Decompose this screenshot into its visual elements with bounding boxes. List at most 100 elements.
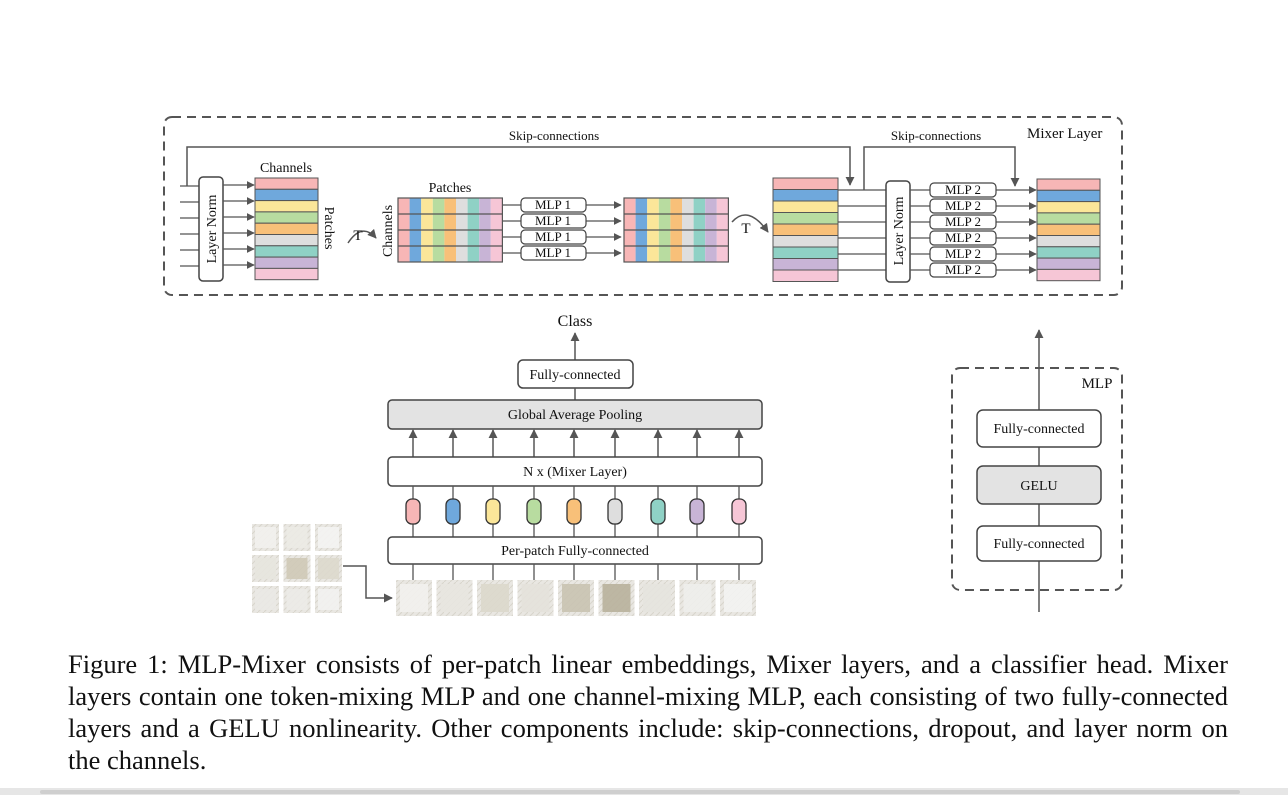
image-patch-content xyxy=(643,584,671,612)
horizontal-scrollbar[interactable] xyxy=(0,788,1288,795)
mlp1-label-1: MLP 1 xyxy=(535,197,571,212)
token-pill xyxy=(689,498,705,525)
mlp2-label-6: MLP 2 xyxy=(945,262,981,277)
mlp-mixer-diagram: Mixer Layer Skip-connections Skip-connec… xyxy=(163,116,1123,616)
image-patch-content xyxy=(481,584,509,612)
image-grid-patch-content xyxy=(318,527,339,548)
mlp2-box-6 xyxy=(929,262,997,278)
table-row xyxy=(772,200,839,213)
mlp1-box-2 xyxy=(520,213,587,229)
mlp2-box-3 xyxy=(929,214,997,230)
image-grid-patch-content xyxy=(286,558,308,579)
table-row xyxy=(772,177,839,190)
input-lines xyxy=(180,185,199,267)
table-row xyxy=(254,245,319,258)
ln1-arrows xyxy=(223,181,255,269)
mlp-fully-connected-top xyxy=(976,409,1102,448)
image-grid-patch-content xyxy=(255,558,276,579)
mlp2-label-4: MLP 2 xyxy=(945,230,981,245)
mlp2-label-2: MLP 2 xyxy=(945,198,981,213)
mlp2-box-4 xyxy=(929,230,997,246)
mlp-block: MLP Fully-connected GELU Fully-connected xyxy=(951,329,1123,612)
n-mixer-layers xyxy=(387,456,763,487)
fully-connected-head-label: Fully-connected xyxy=(530,368,621,383)
table-row xyxy=(1036,257,1101,270)
skip-connection-2 xyxy=(863,146,1020,190)
token-pill xyxy=(445,498,461,525)
transpose-2-arrow xyxy=(731,214,769,233)
main-pipeline: Class Fully-connected Global Average Poo… xyxy=(252,313,763,616)
image-patch-content xyxy=(562,584,590,612)
table-row xyxy=(772,246,839,259)
global-average-pooling xyxy=(387,399,763,430)
per-patch-fully-connected xyxy=(387,536,763,565)
mlp1-label-4: MLP 1 xyxy=(535,245,571,260)
table-row xyxy=(1036,178,1101,191)
table-outline xyxy=(623,197,730,263)
table-row xyxy=(772,258,839,271)
skip-connection-2-label: Skip-connections xyxy=(891,128,981,143)
image-patch-content xyxy=(440,584,469,612)
table-row xyxy=(772,235,839,248)
skip-connection-1-label: Skip-connections xyxy=(509,128,599,143)
image-grid-patch-content xyxy=(286,527,308,548)
output-table xyxy=(1036,178,1101,282)
image-patch-content xyxy=(521,584,550,612)
table-row xyxy=(772,189,839,202)
mlp1-label-3: MLP 1 xyxy=(535,229,571,244)
mlp-block-title: MLP xyxy=(1082,376,1113,392)
image-grid-patch-content xyxy=(255,589,276,610)
mlp-gelu-label: GELU xyxy=(1020,479,1057,494)
token-pill xyxy=(485,498,501,525)
image-patch-content xyxy=(400,584,428,612)
transposed-table-2 xyxy=(623,197,730,263)
mlp2-group: MLP 2 MLP 2 MLP 2 MLP 2 MLP 2 MLP 2 xyxy=(910,182,1037,278)
image-grid-patch-content xyxy=(318,558,339,579)
table-row xyxy=(254,200,319,213)
mlp2-box-5 xyxy=(929,246,997,262)
layer-norm-2 xyxy=(885,180,911,283)
transpose-1-label: T xyxy=(353,228,362,244)
image-patch-content xyxy=(724,584,752,612)
table-row xyxy=(1036,201,1101,214)
patch-channel-table-2 xyxy=(772,177,839,282)
table-row xyxy=(254,222,319,235)
mlp2-label-1: MLP 2 xyxy=(945,182,981,197)
table-row xyxy=(772,212,839,225)
patches-side-label: Patches xyxy=(321,207,336,250)
token-embeddings xyxy=(405,486,747,537)
image-grid-patch-content xyxy=(286,589,308,610)
table-row xyxy=(254,188,319,202)
layer-norm-2-label: Layer Norm xyxy=(892,196,907,265)
mlp-fully-connected-bottom xyxy=(976,525,1102,562)
token-pill xyxy=(731,498,747,525)
input-image-patch-grid xyxy=(252,524,342,613)
layer-norm-1 xyxy=(198,176,224,282)
mixer-layer-title: Mixer Layer xyxy=(1027,126,1102,142)
mixer-layer-border xyxy=(163,116,1123,296)
mlp1-box-3 xyxy=(520,229,587,245)
grid-to-sequence-arrow xyxy=(343,565,393,603)
layer-norm-1-label: Layer Norm xyxy=(205,194,220,263)
table-row xyxy=(1036,223,1101,236)
token-pill xyxy=(607,498,623,525)
image-grid-patch-content xyxy=(318,589,339,610)
table-row xyxy=(1036,212,1101,225)
mlp1-box-1 xyxy=(520,197,587,213)
table-row xyxy=(254,267,319,281)
scrollbar-thumb[interactable] xyxy=(40,790,1240,794)
token-pill xyxy=(526,498,542,525)
patch-sequence xyxy=(396,564,756,616)
patches-top-label: Patches xyxy=(429,181,472,196)
mlp1-label-2: MLP 1 xyxy=(535,213,571,228)
class-label: Class xyxy=(558,313,593,330)
mlp1-box-4 xyxy=(520,245,587,261)
transpose-2-label: T xyxy=(741,221,750,237)
table-row xyxy=(254,234,319,247)
table-row xyxy=(1036,246,1101,259)
skip-connection-1 xyxy=(186,146,855,186)
n-mixer-layers-label: N x (Mixer Layer) xyxy=(523,465,627,480)
mlp2-label-5: MLP 2 xyxy=(945,246,981,261)
figure-caption: Figure 1: MLP-Mixer consists of per-patc… xyxy=(68,649,1228,775)
transposed-table-1 xyxy=(397,197,504,263)
